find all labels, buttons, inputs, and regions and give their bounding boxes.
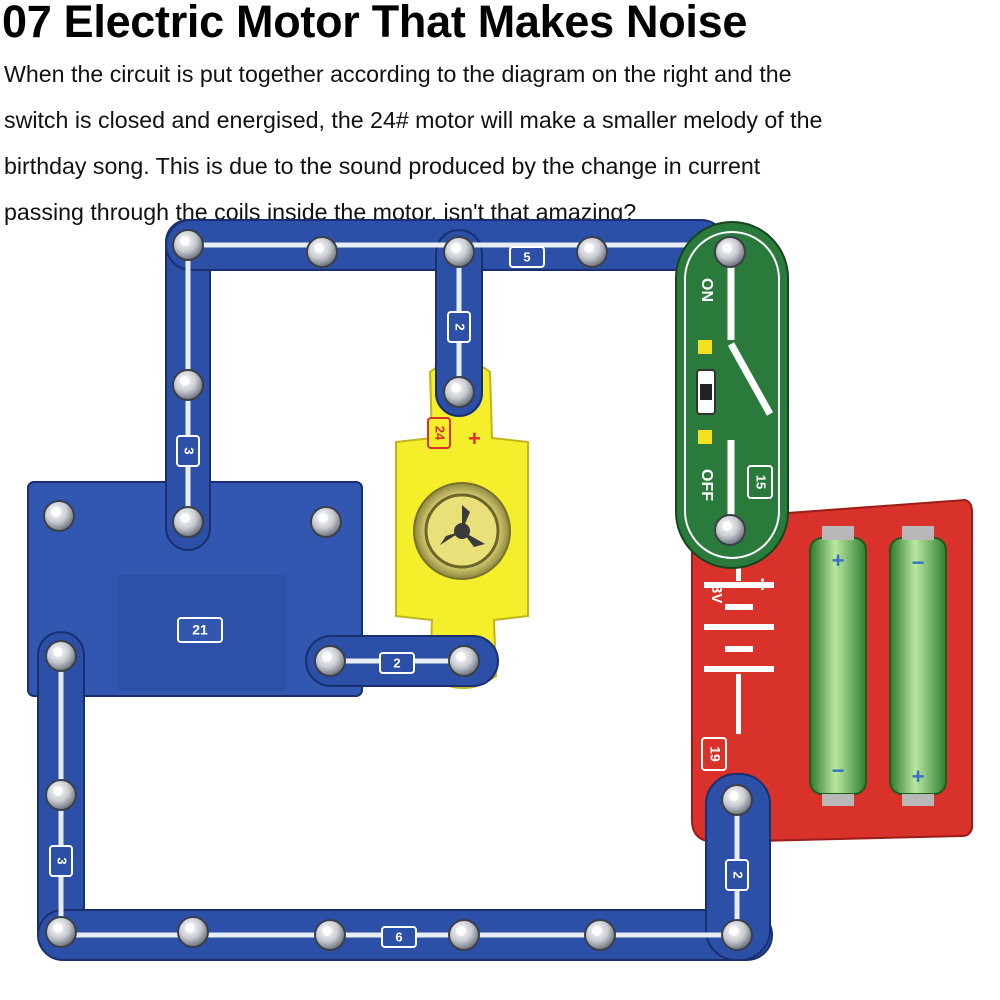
svg-text:5: 5: [523, 249, 530, 264]
snap-highlight: [451, 243, 461, 253]
battery-holder: 3V + 19 + − − +: [691, 498, 973, 844]
snap-highlight: [53, 786, 63, 796]
svg-text:2: 2: [453, 323, 468, 330]
svg-text:15: 15: [754, 475, 769, 489]
snap-highlight: [451, 383, 461, 393]
motor-polarity-label: +: [468, 426, 481, 451]
svg-text:24: 24: [433, 426, 448, 441]
battery-part-label: 19: [701, 737, 727, 771]
motor-24: 24 +: [395, 359, 529, 689]
battery-polarity-label: +: [756, 572, 769, 597]
snap-highlight: [592, 926, 602, 936]
snap-highlight: [180, 376, 190, 386]
svg-text:2: 2: [731, 871, 746, 878]
snap-highlight: [456, 652, 466, 662]
switch-slider-icon: [696, 340, 716, 444]
wire-bottom-6-label: 6: [381, 926, 417, 948]
wire-drop-2-label: 2: [447, 311, 471, 343]
snap-connectors: [43, 229, 753, 951]
snap-highlight: [456, 926, 466, 936]
wire-left-top-3-label: 3: [176, 435, 200, 467]
motor-part-label: 24: [427, 417, 451, 449]
snap-highlight: [322, 652, 332, 662]
svg-text:−: −: [832, 758, 845, 783]
snap-highlight: [722, 243, 732, 253]
snap-highlight: [53, 923, 63, 933]
snap-highlight: [51, 507, 61, 517]
description-line: birthday song. This is due to the sound …: [4, 153, 761, 179]
snap-highlight: [185, 923, 195, 933]
snap-highlight: [729, 791, 739, 801]
wire-left-bottom-3-label: 3: [49, 845, 73, 877]
description-line: switch is closed and energised, the 24# …: [4, 107, 823, 133]
svg-text:+: +: [832, 548, 845, 573]
page-title: 07 Electric Motor That Makes Noise: [2, 0, 748, 47]
switch-on-label: ON: [698, 278, 715, 302]
wire-top-5-label: 5: [509, 246, 545, 268]
battery-cell-2: − +: [889, 526, 947, 806]
switch-part-label: 15: [747, 465, 773, 499]
svg-text:2: 2: [393, 655, 400, 670]
snap-highlight: [180, 513, 190, 523]
snap-highlight: [584, 243, 594, 253]
snap-highlight: [729, 926, 739, 936]
snap-highlight: [180, 236, 190, 246]
snap-highlight: [53, 647, 63, 657]
snap-highlight: [722, 521, 732, 531]
svg-text:21: 21: [192, 622, 208, 638]
svg-text:19: 19: [707, 746, 723, 762]
switch-15: ON OFF 15: [675, 221, 789, 569]
svg-text:−: −: [912, 550, 925, 575]
svg-text:3: 3: [55, 857, 70, 864]
description-line: When the circuit is put together accordi…: [4, 61, 792, 87]
svg-text:6: 6: [395, 929, 402, 944]
snap-highlight: [314, 243, 324, 253]
wire-module-motor-2-label: 2: [379, 652, 415, 674]
battery-voltage-label: 3V: [708, 585, 725, 603]
svg-text:+: +: [912, 764, 925, 789]
switch-off-label: OFF: [698, 469, 715, 501]
wire-right-bottom-2-label: 2: [725, 859, 749, 891]
battery-cell-1: + −: [809, 526, 867, 806]
svg-text:3: 3: [182, 447, 197, 454]
motor-rotor-icon: [440, 505, 485, 547]
snap-highlight: [322, 926, 332, 936]
module-21: 21: [27, 481, 363, 697]
module-21-label: 21: [177, 617, 223, 643]
snap-highlight: [318, 513, 328, 523]
